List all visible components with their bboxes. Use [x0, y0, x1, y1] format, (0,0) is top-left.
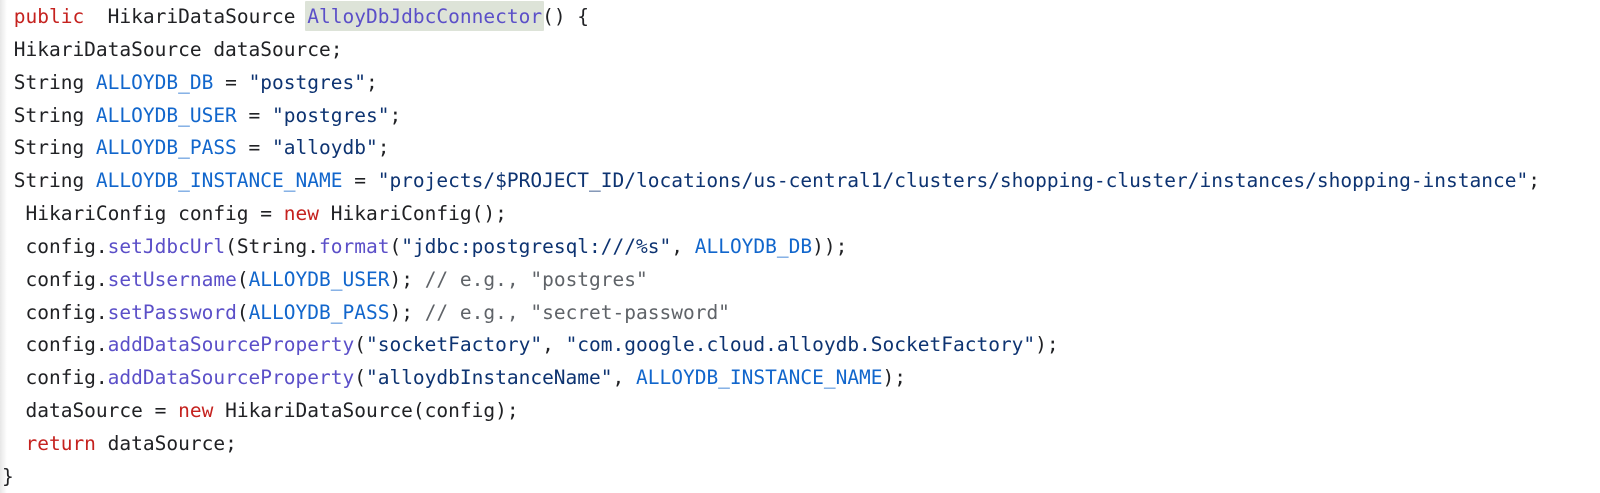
code-token-comment: // e.g., "postgres" [424, 267, 648, 291]
code-token-plain [2, 432, 25, 455]
code-token-function: setUsername [107, 267, 237, 291]
code-token-plain: ( [236, 300, 249, 324]
code-token-plain: = [213, 70, 249, 94]
code-token-plain: ; [365, 70, 378, 94]
code-line: String ALLOYDB_DB = "postgres"; [2, 67, 1600, 100]
code-token-function: format [319, 234, 390, 258]
code-token-plain: HikariDataSource [84, 5, 308, 28]
code-token-plain: ); [882, 366, 907, 390]
code-token-plain: ); [389, 267, 425, 291]
code-line: HikariDataSource dataSource; [2, 34, 1600, 67]
code-token-string: "projects/$PROJECT_ID/locations/us-centr… [377, 169, 1529, 193]
code-token-plain: String [2, 136, 96, 160]
code-token-plain: ; [377, 136, 390, 160]
code-token-constant: ALLOYDB_DB [95, 70, 214, 94]
code-line: String ALLOYDB_USER = "postgres"; [2, 100, 1600, 133]
code-token-plain: String [2, 103, 96, 127]
code-token-plain: )); [812, 234, 848, 258]
code-token-keyword: public [13, 5, 85, 28]
code-token-plain: ); [389, 300, 425, 324]
code-token-string: "postgres" [248, 70, 366, 94]
code-line: config.setPassword(ALLOYDB_PASS); // e.g… [2, 297, 1600, 330]
code-token-plain: = [236, 136, 273, 160]
code-token-constant: ALLOYDB_INSTANCE_NAME [95, 169, 343, 193]
code-token-plain: , [612, 366, 636, 390]
code-line: String ALLOYDB_INSTANCE_NAME = "projects… [2, 165, 1600, 198]
code-line: HikariConfig config = new HikariConfig()… [2, 198, 1600, 231]
code-token-string: "alloydb" [272, 136, 378, 160]
code-token-plain: dataSource = [2, 399, 179, 423]
code-token-plain: config. [2, 234, 108, 258]
code-token-keyword: return [25, 431, 96, 455]
code-line: dataSource = new HikariDataSource(config… [2, 395, 1600, 428]
code-token-plain: config. [2, 267, 108, 291]
code-token-function: setJdbcUrl [107, 234, 226, 258]
code-token-string: "alloydbInstanceName" [365, 366, 613, 390]
code-token-constant: ALLOYDB_DB [694, 234, 813, 258]
highlighted-method-name: AlloyDbJdbcConnector [305, 1, 545, 31]
code-line: config.addDataSourceProperty("alloydbIns… [2, 362, 1600, 395]
code-line: public HikariDataSource AlloyDbJdbcConne… [2, 1, 1600, 34]
code-line: config.setJdbcUrl(String.format("jdbc:po… [2, 231, 1600, 264]
code-token-plain: HikariConfig config = [2, 202, 284, 226]
code-line: config.setUsername(ALLOYDB_USER); // e.g… [2, 264, 1600, 297]
code-token-plain [2, 5, 14, 28]
code-token-plain: String [2, 169, 96, 193]
code-token-string: "jdbc:postgresql:///%s" [401, 234, 672, 258]
code-token-plain: ; [389, 103, 402, 127]
code-line: } [2, 461, 1600, 493]
code-token-plain: , [671, 234, 695, 258]
code-token-function: addDataSourceProperty [107, 333, 355, 357]
code-token-string: "com.google.cloud.alloydb.SocketFactory" [565, 333, 1036, 357]
code-token-plain: = [236, 103, 273, 127]
code-token-plain: ; [1528, 169, 1540, 193]
code-token-constant: ALLOYDB_USER [95, 103, 237, 127]
code-token-string: "socketFactory" [365, 333, 543, 357]
code-token-plain: HikariDataSource dataSource; [2, 37, 343, 61]
code-token-plain: HikariConfig(); [319, 202, 507, 226]
code-token-comment: // e.g., "secret-password" [424, 300, 730, 324]
code-token-plain: = [342, 169, 378, 193]
code-token-plain: config. [2, 333, 108, 357]
code-token-keyword: new [178, 399, 214, 423]
code-token-plain: (String. [225, 234, 319, 258]
code-token-string: "postgres" [272, 103, 390, 127]
code-token-constant: ALLOYDB_INSTANCE_NAME [636, 366, 883, 390]
code-token-plain: HikariDataSource(config); [213, 399, 519, 423]
code-token-plain: config. [2, 300, 108, 324]
code-token-constant: ALLOYDB_USER [248, 267, 390, 291]
code-token-plain: ( [236, 267, 249, 291]
code-line: String ALLOYDB_PASS = "alloydb"; [2, 132, 1600, 165]
code-token-plain: ( [389, 234, 402, 258]
code-line: return dataSource; [2, 428, 1600, 461]
code-token-plain: dataSource; [95, 431, 237, 455]
code-token-plain: ( [354, 366, 366, 390]
code-token-plain: () { [542, 5, 590, 28]
code-token-plain: ); [1035, 333, 1059, 357]
code-token-keyword: new [283, 202, 319, 226]
code-token-constant: ALLOYDB_PASS [248, 300, 390, 324]
code-token-plain: config. [2, 366, 108, 390]
code-token-function: setPassword [107, 300, 237, 324]
code-token-plain: , [542, 333, 566, 357]
code-token-constant: ALLOYDB_PASS [95, 136, 237, 160]
code-line: config.addDataSourceProperty("socketFact… [2, 329, 1600, 362]
code-token-function: addDataSourceProperty [107, 366, 355, 390]
code-token-plain: ( [354, 333, 366, 357]
code-token-plain: } [2, 464, 14, 488]
code-token-plain: String [2, 70, 96, 94]
